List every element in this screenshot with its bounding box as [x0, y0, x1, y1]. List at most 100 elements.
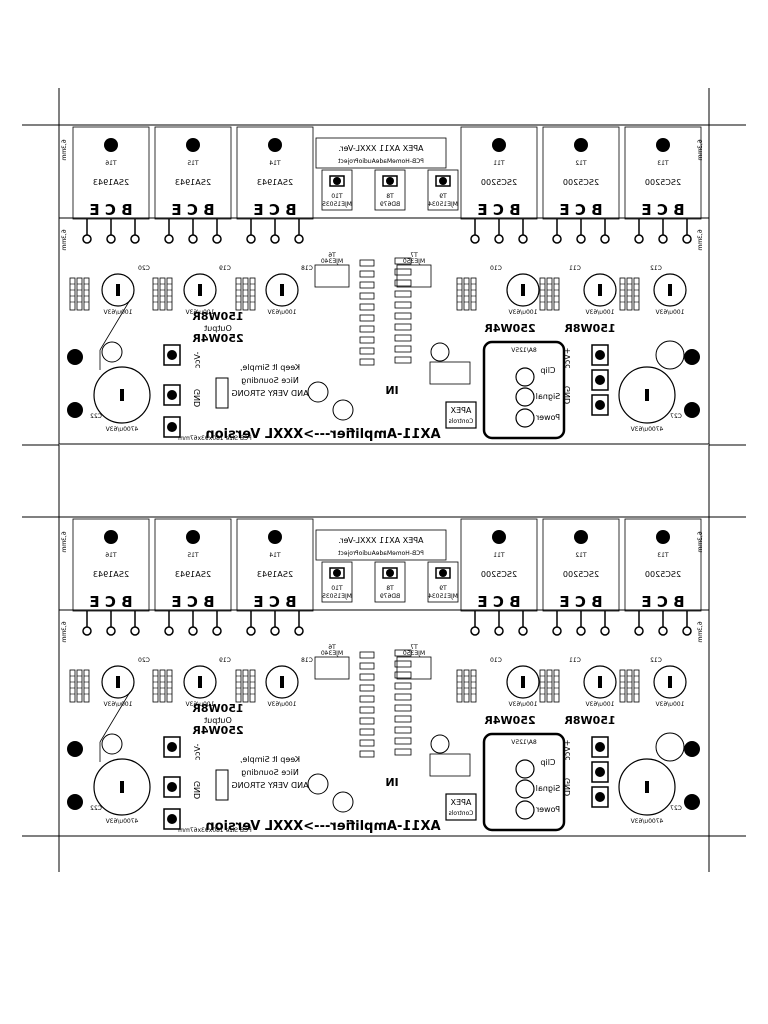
mirrored-label-group: B C E	[559, 593, 602, 611]
mirrored-label-group: 2SA1943	[175, 570, 211, 579]
edge-label: 6,3mm	[697, 139, 704, 160]
mirrored-label-group: -Vcc	[193, 744, 202, 761]
connector-hole	[167, 350, 177, 360]
capacitor-polarity	[598, 284, 602, 296]
indicator-label: Signal	[536, 392, 561, 401]
connector-hole	[595, 792, 605, 802]
mirrored-label-group: 4700u/63V	[630, 818, 664, 825]
capacitor-outline	[101, 665, 135, 699]
mirrored-label-group: T8	[386, 193, 395, 200]
driver-body	[374, 561, 406, 603]
power-resistor	[152, 669, 159, 703]
mirrored-label-group: C20	[138, 265, 150, 272]
mirrored-label-group: C22	[90, 805, 102, 812]
driver-part: MJE15035	[322, 201, 352, 208]
power-resistor	[633, 669, 640, 703]
footer-title: AX11-Amplifier--->XXXL Version	[205, 427, 440, 442]
solder-pad	[634, 626, 644, 636]
edge-label: 6,3mm	[697, 621, 704, 642]
mirrored-label-group: 2SC5200	[563, 178, 599, 187]
mirrored-label-group: 6,3mm	[697, 621, 704, 642]
driver-tab	[435, 567, 451, 579]
control-label: APEX	[450, 406, 471, 415]
rail-label: +Vcc	[563, 740, 572, 761]
mirrored-label-group: 250W4R	[192, 724, 244, 737]
solder-pad	[130, 234, 140, 244]
small-transistor-ref: T7	[410, 644, 419, 651]
rail-label: GND	[193, 389, 202, 407]
transistor-ref: T15	[187, 552, 199, 559]
mounting-hole	[333, 569, 341, 577]
connector-hole	[167, 390, 177, 400]
small-resistor	[359, 673, 375, 681]
mirrored-label-group: 6,3mm	[61, 531, 68, 552]
transistor-part: 2SA1943	[175, 570, 211, 579]
mirrored-label-group: IN	[385, 384, 398, 397]
indicator-led	[515, 779, 535, 799]
power-resistor	[166, 669, 173, 703]
mirrored-label-group: B C E	[477, 593, 520, 611]
capacitor-ref: C27	[670, 413, 682, 420]
mirrored-label-group: 4700u/63V	[105, 426, 139, 433]
power-resistor	[166, 277, 173, 311]
power-resistor	[470, 277, 477, 311]
capacitor-polarity	[668, 676, 672, 688]
tagline-line: Nice Sounding	[241, 768, 299, 777]
mirrored-label-group: Power	[535, 805, 560, 814]
mirrored-label-group: 8A/125V	[510, 739, 536, 746]
indicator-led	[515, 800, 535, 820]
small-transistor	[314, 264, 350, 288]
capacitor-ref: C18	[301, 657, 313, 664]
capacitor-polarity	[521, 676, 525, 688]
connector-hole	[595, 375, 605, 385]
indicator-label: Clip	[540, 758, 555, 767]
capacitor-polarity	[198, 284, 202, 296]
transistor-pins: B C E	[559, 201, 602, 219]
capacitor-ref: C10	[490, 657, 502, 664]
small-resistor	[394, 704, 412, 712]
mirrored-label-group: GND	[563, 778, 572, 796]
small-transistor-part: MJE340	[321, 650, 343, 657]
connector-hole	[167, 742, 177, 752]
mounting-hole	[439, 177, 447, 185]
transistor-ref: T13	[657, 552, 669, 559]
small-transistor-ref: T6	[328, 252, 337, 259]
transistor-part: 2SA1943	[93, 178, 129, 187]
driver-body	[321, 169, 353, 211]
power-resistor	[159, 277, 166, 311]
mounting-hole	[186, 138, 200, 152]
power-resistor	[553, 669, 560, 703]
transistor-pins: B C E	[171, 593, 214, 611]
solder-pad	[212, 626, 222, 636]
small-transistor-part: MJE350	[403, 650, 425, 657]
mirrored-label-group: AND VERY STRONG	[231, 389, 308, 398]
mirrored-label-group: C20	[138, 657, 150, 664]
mounting-hole	[333, 177, 341, 185]
title-box	[315, 529, 447, 561]
driver-tab	[382, 175, 398, 187]
driver-part: MJE15034	[428, 201, 458, 208]
mounting-hole	[186, 530, 200, 544]
input-label: IN	[385, 776, 398, 789]
connector-pad	[591, 344, 609, 366]
mirrored-label-group: 8A/125V	[510, 347, 536, 354]
capacitor-label: 100u/63V	[267, 309, 297, 316]
power-resistor	[235, 669, 242, 703]
mirrored-label-group: 2SC5200	[645, 570, 681, 579]
mirrored-label-group: 2SC5200	[481, 570, 517, 579]
solder-pad	[470, 626, 480, 636]
mirrored-label-group: APEX AX11 XXXL-Ver.	[338, 536, 423, 545]
mounting-hole	[104, 530, 118, 544]
power-resistor	[83, 669, 90, 703]
shunt-resistor	[215, 769, 229, 801]
solder-pad	[246, 626, 256, 636]
mirrored-label-group: Signal	[536, 392, 561, 401]
capacitor-outline	[653, 665, 687, 699]
mirrored-label-group: Nice Sounding	[241, 768, 299, 777]
mirrored-label-group: T10	[331, 585, 343, 592]
capacitor-outline	[583, 273, 617, 307]
mirrored-label-group: C19	[219, 265, 231, 272]
capacitor-label: 100u/63V	[508, 309, 538, 316]
mirrored-label-group: 100u/63V	[508, 309, 538, 316]
